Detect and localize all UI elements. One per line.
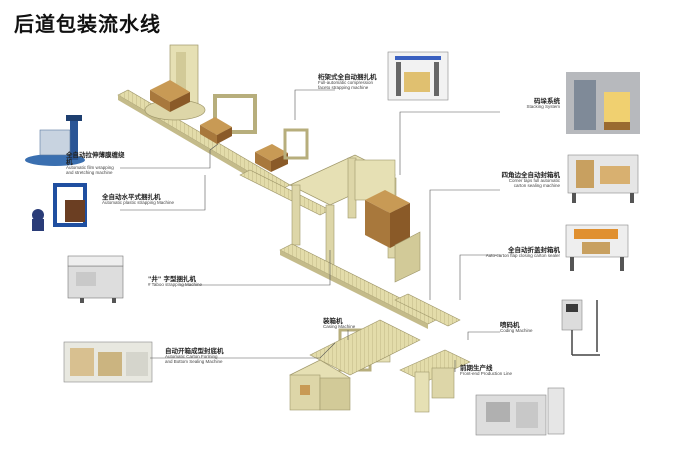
leader-lines [120, 89, 500, 372]
label-en: Front-end Production Line [460, 371, 513, 377]
label-en: Coding Machine [500, 328, 533, 334]
label-coding: 喷码机 Coding Machine [500, 321, 550, 334]
label-case-packing: 装箱机 Casing Machine [323, 317, 378, 330]
horizontal-strapper-photo [32, 183, 87, 231]
label-cn: 全自动拉伸薄膜缠绕机 [66, 151, 125, 167]
label-en: Automatic plastic strapping Machine [102, 200, 175, 206]
label-cn: 四角边全自动封箱机 [501, 171, 561, 179]
box-mid [255, 128, 309, 172]
palletizing-photo [566, 72, 640, 134]
label-cn: 全自动折盖封箱机 [508, 246, 560, 254]
label-cn: 前期生产线 [460, 364, 493, 372]
label-cn: 全自动水平式捆扎机 [102, 193, 161, 201]
shrink-packing-photo [475, 387, 565, 436]
label-well-strap: "井" 字型捆扎机 # Taboo strapping Machine [148, 275, 233, 288]
label-fold-sealing: 全自动折盖封箱机 Auto-carton flap closing carton… [462, 246, 560, 259]
label-horizontal-strap: 全自动水平式捆扎机 Automatic plastic strapping Ma… [102, 193, 202, 206]
stretch-wrapper-photo [25, 115, 85, 166]
label-en: # Taboo strapping Machine [148, 282, 202, 288]
label-cn: 码垛系统 [534, 97, 560, 105]
strapping-frame-top [200, 94, 257, 144]
lower-conveyor [279, 243, 461, 329]
coding-machine-photo [561, 299, 600, 356]
label-cn: "井" 字型捆扎机 [148, 275, 197, 283]
label-cn: 桁架式全自动捆扎机 [318, 73, 377, 81]
carton-forming-photo [63, 341, 153, 383]
label-production: 前期生产线 Front-end Production Line [460, 364, 530, 377]
label-en: Casing Machine [323, 324, 356, 330]
corner-sealer-photo [567, 154, 639, 203]
carton-forming-station [289, 359, 351, 411]
top-strapper-photo [387, 51, 449, 101]
production-line [399, 349, 471, 413]
label-en: Auto-carton flap closing carton sealer [485, 253, 560, 259]
page-title: 后道包装流水线 [14, 12, 161, 36]
label-cn: 自动开箱成型封底机 [165, 347, 224, 355]
label-en: Stacking System [526, 104, 560, 110]
palletizing-frame [289, 154, 421, 283]
top-wrapper-machine [144, 44, 206, 121]
case-packing-machine [309, 319, 421, 376]
label-cn: 装箱机 [323, 317, 343, 325]
label-cn: 喷码机 [500, 321, 520, 329]
fold-sealer-photo [565, 224, 629, 271]
label-palletizing: 码垛系统 Stacking System [490, 97, 560, 110]
well-strapper-photo [67, 255, 124, 303]
